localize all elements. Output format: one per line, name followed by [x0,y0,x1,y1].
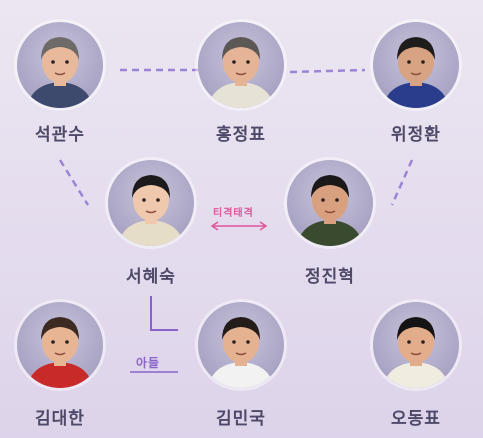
face-shape [42,41,78,83]
son-connector [150,296,178,331]
name-jeong-jinhyeok: 정진혁 [305,267,355,287]
avatar-seok-gwansu [17,22,103,108]
eye-right [65,60,69,64]
eye-left [51,340,55,344]
eye-left [407,60,411,64]
portrait-0 [27,37,93,108]
son-label: 아들 [136,356,161,370]
portrait-3 [118,175,184,246]
avatar-kim-daehan [17,302,103,388]
mouth-shape [54,72,66,76]
portrait-6 [208,317,274,388]
eye-right [246,60,250,64]
shirt-shape [297,220,363,246]
face-shape [42,321,78,363]
eye-right [335,198,339,202]
rival-label: 티격태격 [213,208,254,219]
face-shape [223,321,259,363]
face-shape [312,179,348,221]
eye-right [421,340,425,344]
avatar-oh-dongpyo [373,302,459,388]
face-shape [223,41,259,83]
rival-arrow-right-head [259,221,268,231]
eye-left [232,60,236,64]
face-shape [133,179,169,221]
eye-right [421,60,425,64]
eye-left [407,340,411,344]
hair-shape [222,317,260,340]
shirt-shape [27,362,93,388]
name-seok-gwansu: 석관수 [35,125,85,145]
hair-shape [41,317,79,340]
avatar-kim-minguk [198,302,284,388]
mouth-shape [145,210,157,214]
eye-right [156,198,160,202]
eye-right [246,340,250,344]
mouth-shape [235,72,247,76]
portrait-5 [27,317,93,388]
hair-shape [397,37,435,60]
name-wi-jeonghwan: 위정환 [391,125,441,145]
shirt-shape [208,362,274,388]
portrait-7 [383,317,449,388]
mouth-shape [410,352,422,356]
shirt-shape [383,362,449,388]
shirt-shape [208,82,274,108]
mouth-shape [54,352,66,356]
name-seo-hyesuk: 서혜숙 [126,267,176,287]
name-kim-daehan: 김대한 [35,409,85,429]
name-kim-minguk: 김민국 [216,409,266,429]
name-oh-dongpyo: 오동표 [391,409,441,429]
eye-left [232,340,236,344]
avatar-wi-jeonghwan [373,22,459,108]
eye-left [51,60,55,64]
hair-shape [41,37,79,60]
avatar-jeong-jinhyeok [287,160,373,246]
eye-left [142,198,146,202]
line-hong-wi [289,68,366,74]
portrait-1 [208,37,274,108]
hair-shape [311,175,349,198]
shirt-shape [383,82,449,108]
eye-left [321,198,325,202]
mouth-shape [410,72,422,76]
eye-right [65,340,69,344]
avatar-hong-jeongpyo [198,22,284,108]
face-shape [398,321,434,363]
rival-arrow-left-head [210,221,219,231]
portrait-2 [383,37,449,108]
portrait-4 [297,175,363,246]
hair-shape [132,175,170,198]
line-wi-jeong [390,159,414,206]
avatar-seo-hyesuk [108,160,194,246]
face-shape [398,41,434,83]
shirt-shape [118,220,184,246]
mouth-shape [324,210,336,214]
shirt-shape [27,82,93,108]
hair-shape [397,317,435,340]
mouth-shape [235,352,247,356]
name-hong-jeongpyo: 홍정표 [216,125,266,145]
line-seok-seo [58,159,90,206]
hair-shape [222,37,260,60]
